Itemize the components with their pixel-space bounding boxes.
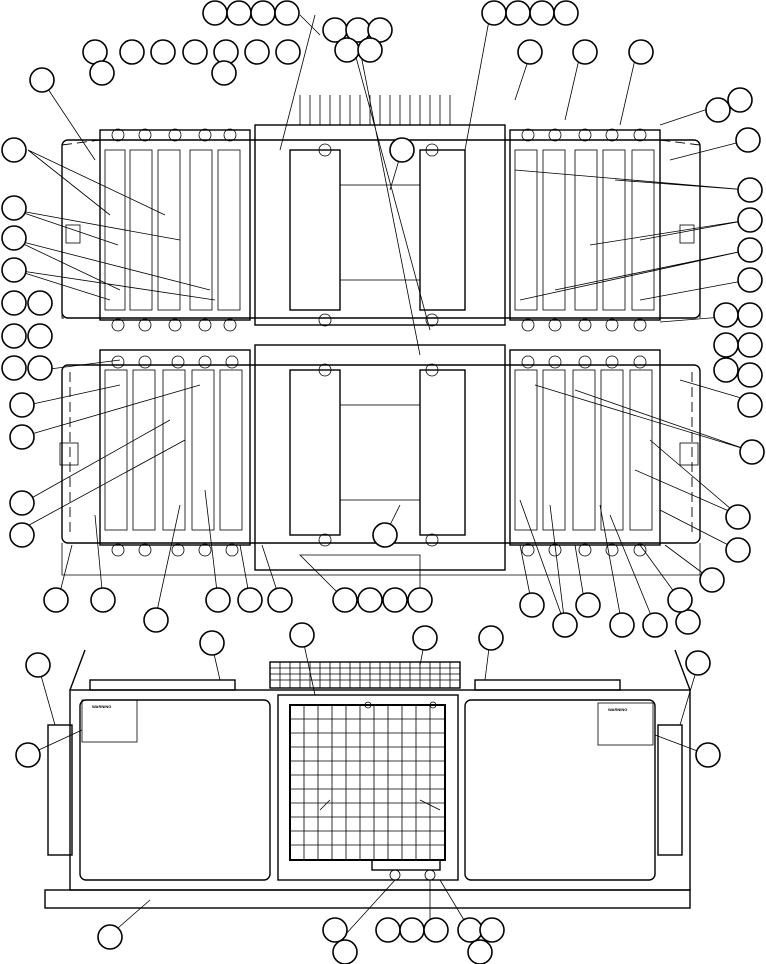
warning-label-left: WARNING xyxy=(92,704,112,709)
lower-assembly xyxy=(59,344,701,576)
front-panel-assembly xyxy=(44,649,691,909)
upper-assembly xyxy=(61,95,701,332)
warning-label-right: WARNING xyxy=(608,707,628,712)
